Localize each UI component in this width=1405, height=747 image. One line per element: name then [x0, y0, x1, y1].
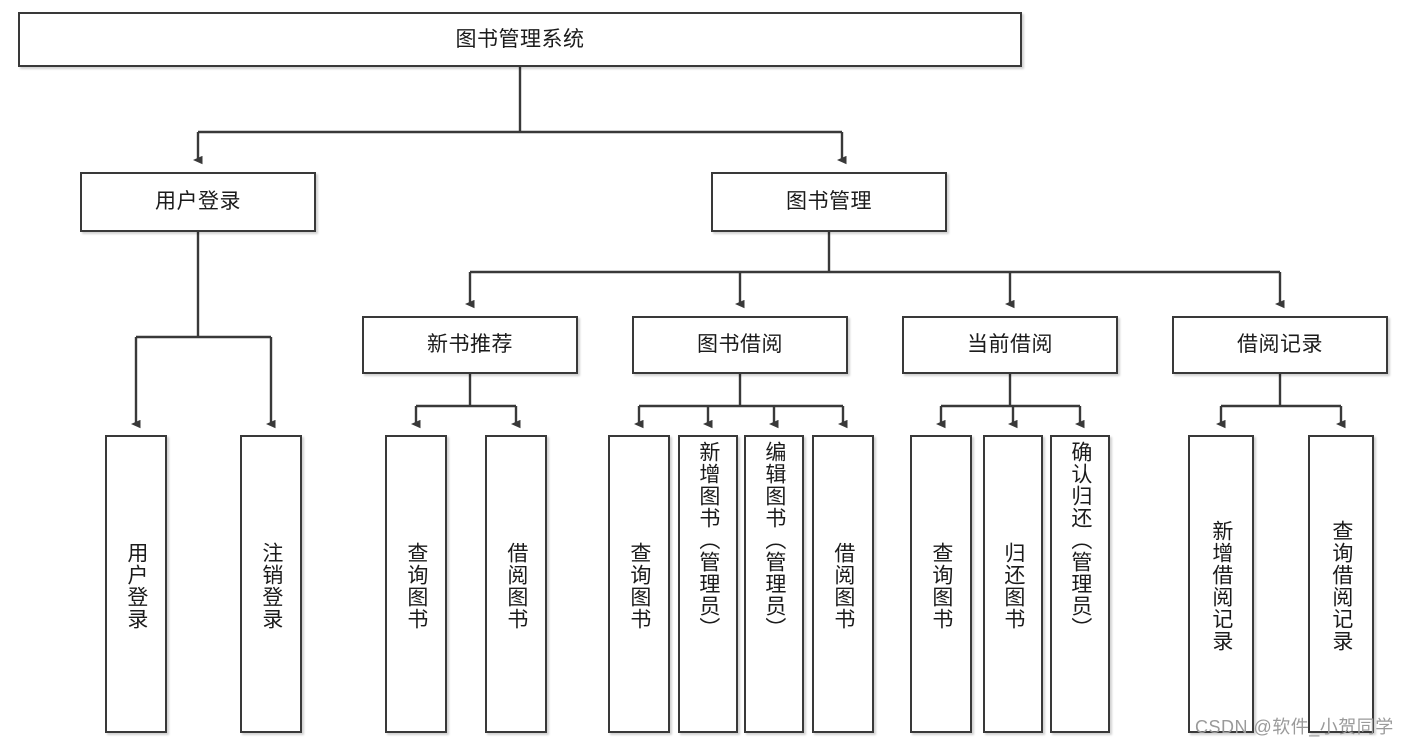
edges-record-to-leaves: [1216, 374, 1346, 429]
node-label: 查询图书: [627, 542, 651, 630]
node-leaf-borrow-book[interactable]: 借阅图书: [812, 435, 874, 733]
node-leaf-add-borrow-record[interactable]: 新增借阅记录: [1188, 435, 1254, 733]
node-label: 借阅图书: [504, 542, 528, 630]
node-leaf-query-book-new[interactable]: 查询图书: [385, 435, 447, 733]
node-book-management[interactable]: 图书管理: [711, 172, 947, 232]
node-label: 确认归还（管理员）: [1068, 441, 1092, 639]
node-leaf-add-book-admin[interactable]: 新增图书（管理员）: [678, 435, 738, 733]
node-borrow-record[interactable]: 借阅记录: [1172, 316, 1388, 374]
node-label: 当前借阅: [967, 333, 1053, 357]
node-leaf-query-book-current[interactable]: 查询图书: [910, 435, 972, 733]
node-label: 用户登录: [155, 190, 241, 214]
edges-userlogin-to-leaves: [131, 232, 276, 429]
node-label: 用户登录: [124, 542, 148, 630]
node-label: 归还图书: [1001, 542, 1025, 630]
watermark-text: CSDN @软件_小贺同学: [1195, 717, 1394, 737]
edges-bookmgmt-to-level3: [465, 232, 1285, 309]
node-label: 编辑图书（管理员）: [762, 441, 786, 639]
node-leaf-query-book-borrow[interactable]: 查询图书: [608, 435, 670, 733]
node-label: 注销登录: [259, 542, 283, 630]
node-label: 新增借阅记录: [1209, 520, 1233, 652]
node-leaf-confirm-return-admin[interactable]: 确认归还（管理员）: [1050, 435, 1110, 733]
node-leaf-logout[interactable]: 注销登录: [240, 435, 302, 733]
node-label: 查询图书: [404, 542, 428, 630]
edges-borrow-to-leaves: [634, 374, 848, 429]
node-label: 图书管理系统: [455, 27, 585, 51]
node-label: 图书借阅: [697, 333, 783, 357]
node-label: 查询借阅记录: [1329, 520, 1353, 652]
node-label: 图书管理: [786, 190, 872, 214]
node-label: 借阅记录: [1237, 333, 1323, 357]
edges-root-to-level2: [193, 67, 847, 165]
node-label: 新书推荐: [427, 333, 513, 357]
node-current-borrow[interactable]: 当前借阅: [902, 316, 1118, 374]
node-leaf-return-book[interactable]: 归还图书: [983, 435, 1043, 733]
node-new-book-recommend[interactable]: 新书推荐: [362, 316, 578, 374]
node-leaf-user-login[interactable]: 用户登录: [105, 435, 167, 733]
node-leaf-edit-book-admin[interactable]: 编辑图书（管理员）: [744, 435, 804, 733]
node-leaf-query-borrow-record[interactable]: 查询借阅记录: [1308, 435, 1374, 733]
node-leaf-borrow-book-new[interactable]: 借阅图书: [485, 435, 547, 733]
edges-current-to-leaves: [936, 374, 1085, 429]
node-label: 新增图书（管理员）: [696, 441, 720, 639]
node-label: 查询图书: [929, 542, 953, 630]
node-label: 借阅图书: [831, 542, 855, 630]
node-root-system[interactable]: 图书管理系统: [18, 12, 1022, 67]
node-book-borrow[interactable]: 图书借阅: [632, 316, 848, 374]
node-user-login[interactable]: 用户登录: [80, 172, 316, 232]
edges-newbook-to-leaves: [411, 374, 521, 429]
